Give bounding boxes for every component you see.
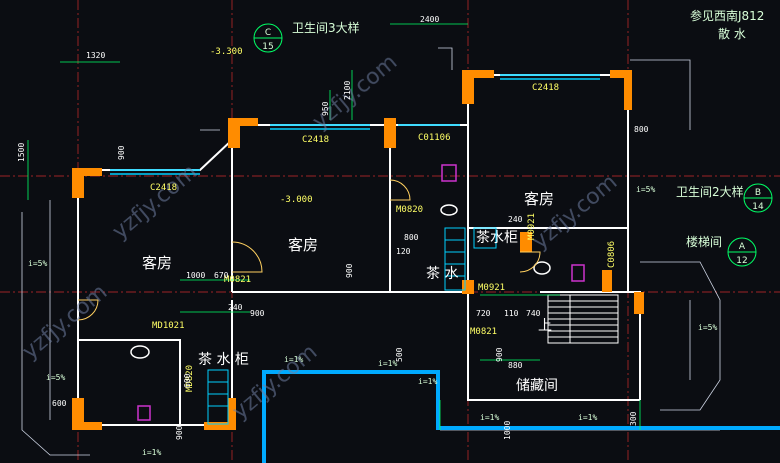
note-stair: 楼梯间 (686, 234, 722, 249)
slope-3: i=5% (636, 185, 655, 194)
room-chashui-mid: 茶 水 (426, 266, 458, 282)
watermark-5: yzfjy.com (18, 280, 112, 365)
dim-800b: 800 (634, 125, 649, 134)
slope-2: i=5% (46, 373, 65, 382)
tag-c2418-right: C2418 (532, 83, 559, 93)
tag-m0820: M0820 (396, 205, 423, 215)
slope-1: i=5% (28, 259, 47, 268)
dim-900c: 900 (250, 309, 265, 318)
callout-a12-bottom: 12 (736, 256, 747, 266)
windows (110, 74, 600, 175)
room-chashuigui-left: 茶 水 柜 (198, 352, 249, 368)
dim-110: 110 (504, 309, 519, 318)
callout-b14-top: B (755, 188, 761, 198)
note-bath2: 卫生间2大样 (676, 184, 744, 199)
dim-720: 720 (476, 309, 491, 318)
dim-900a: 900 (117, 145, 126, 160)
room-storage: 储藏间 (516, 378, 558, 394)
dim-1500: 1500 (17, 143, 26, 162)
fixtures (130, 164, 585, 421)
dimension-texts: 2400 1320 1500 2100 950 900 800 800 120 … (17, 15, 649, 440)
dim-300: 300 (629, 411, 638, 426)
slope-labels: i=5% i=5% i=5% i=5% i=1% i=1% i=1% i=1% … (28, 185, 717, 457)
tag-m0821-b: M0821 (470, 327, 497, 337)
dim-600b: 600 (52, 399, 67, 408)
room-kefang-left: 客房 (142, 254, 172, 272)
dim-1000: 1000 (186, 271, 205, 280)
elev-top: -3.300 (210, 47, 243, 57)
note-ref: 参见西南J812 (690, 8, 764, 23)
slope-10: i=1% (578, 413, 597, 422)
dim-950: 950 (321, 101, 330, 116)
stair-up: 上 (538, 318, 552, 334)
dim-240a: 240 (228, 303, 243, 312)
dim-900e: 900 (495, 347, 504, 362)
dim-880: 880 (508, 361, 523, 370)
callout-c15-bottom: 15 (262, 42, 273, 52)
slope-9: i=1% (480, 413, 499, 422)
tag-c0806: C0806 (607, 241, 617, 268)
dim-900b: 900 (345, 263, 354, 278)
callout-a12: A 12 (727, 237, 757, 267)
dim-500: 500 (395, 347, 404, 362)
callout-c15: C 15 (253, 23, 283, 53)
tag-m0921-b: M0921 (527, 213, 537, 240)
dim-800a: 800 (404, 233, 419, 242)
tag-c01106: C01106 (418, 133, 451, 143)
window-tags: C2418 C2418 C2418 C01106 M0820 M0821 MD1… (150, 83, 617, 392)
dim-900d: 900 (175, 425, 184, 440)
callout-b14: B 14 (743, 183, 773, 213)
slope-5: i=1% (142, 448, 161, 457)
tag-md820: MD820 (185, 365, 195, 392)
dim-120a: 120 (396, 247, 411, 256)
dim-1000b: 1000 (503, 421, 512, 440)
dimension-lines (27, 23, 641, 430)
dim-740: 740 (526, 309, 541, 318)
slope-6: i=1% (284, 355, 303, 364)
watermark-1: yzfjy.com (108, 160, 202, 245)
callout-b14-bottom: 14 (752, 202, 764, 212)
tag-m0821: M0821 (224, 275, 251, 285)
slope-4: i=5% (698, 323, 717, 332)
tag-md1021: MD1021 (152, 321, 185, 331)
dim-240b: 240 (508, 215, 523, 224)
room-labels: 客房 客房 客房 茶 水 茶水柜 茶 水 柜 储藏间 上 (142, 190, 558, 394)
room-kefang-right: 客房 (524, 190, 554, 208)
dim-1320: 1320 (86, 51, 105, 60)
room-kefang-mid: 客房 (288, 236, 318, 254)
dim-670: 670 (214, 271, 229, 280)
dim-2400: 2400 (420, 15, 439, 24)
columns (72, 70, 644, 430)
dim-600: 600 (183, 373, 192, 388)
stair (547, 294, 619, 344)
notes: 参见西南J812 散 水 卫生间3大样 卫生间2大样 楼梯间 (292, 8, 764, 249)
dim-2100: 2100 (343, 81, 352, 100)
tag-m0921: M0921 (478, 283, 505, 293)
elevations: -3.300 -3.000 (210, 47, 313, 205)
cabinets (207, 227, 497, 425)
slope-7: i=1% (378, 359, 397, 368)
room-chashuigui-right: 茶水柜 (476, 230, 518, 246)
slope-8: i=1% (418, 377, 437, 386)
callout-c15-top: C (265, 28, 271, 38)
doors (77, 179, 541, 321)
note-sanshui: 散 水 (718, 26, 746, 41)
elev-mid: -3.000 (280, 195, 313, 205)
tag-c2418-left: C2418 (150, 183, 177, 193)
callout-a12-top: A (739, 242, 746, 252)
drain-line (262, 370, 780, 463)
note-bath3: 卫生间3大样 (292, 20, 360, 35)
tag-c2418-mid: C2418 (302, 135, 329, 145)
